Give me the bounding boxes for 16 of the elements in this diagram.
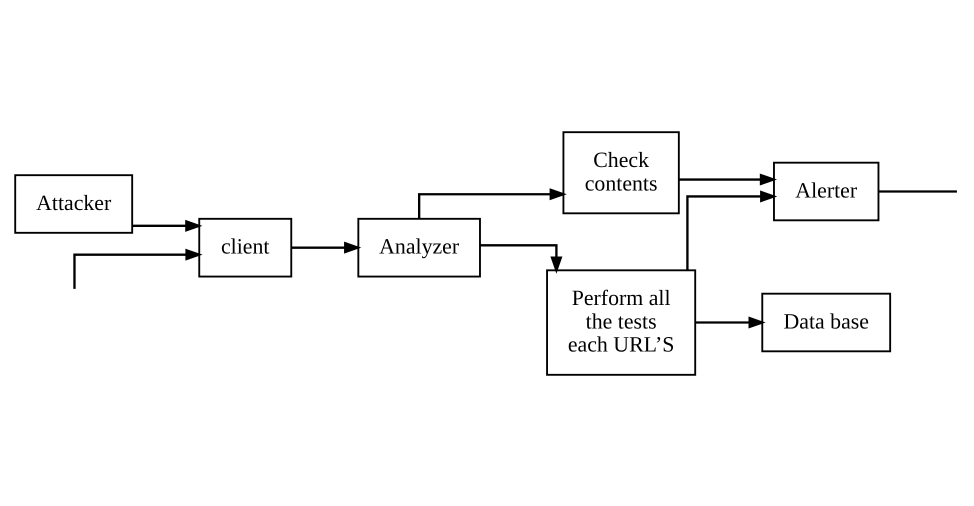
- arrow: [132, 219, 202, 232]
- node-box: Alerter: [773, 161, 880, 221]
- arrow: [696, 316, 766, 328]
- node-box: client: [198, 217, 292, 277]
- arrow: [291, 241, 362, 254]
- node-box: Analyzer: [357, 217, 481, 277]
- node-box: Attacker: [14, 174, 134, 234]
- arrow: [679, 173, 777, 186]
- connector: [879, 190, 957, 192]
- node-box: Perform all the tests each URL’S: [546, 268, 696, 376]
- arrow: [480, 244, 562, 274]
- arrow: [686, 190, 778, 270]
- node-box: Check contents: [562, 130, 680, 214]
- arrow: [73, 248, 203, 288]
- node-box: Data base: [761, 292, 892, 352]
- arrow: [418, 188, 567, 218]
